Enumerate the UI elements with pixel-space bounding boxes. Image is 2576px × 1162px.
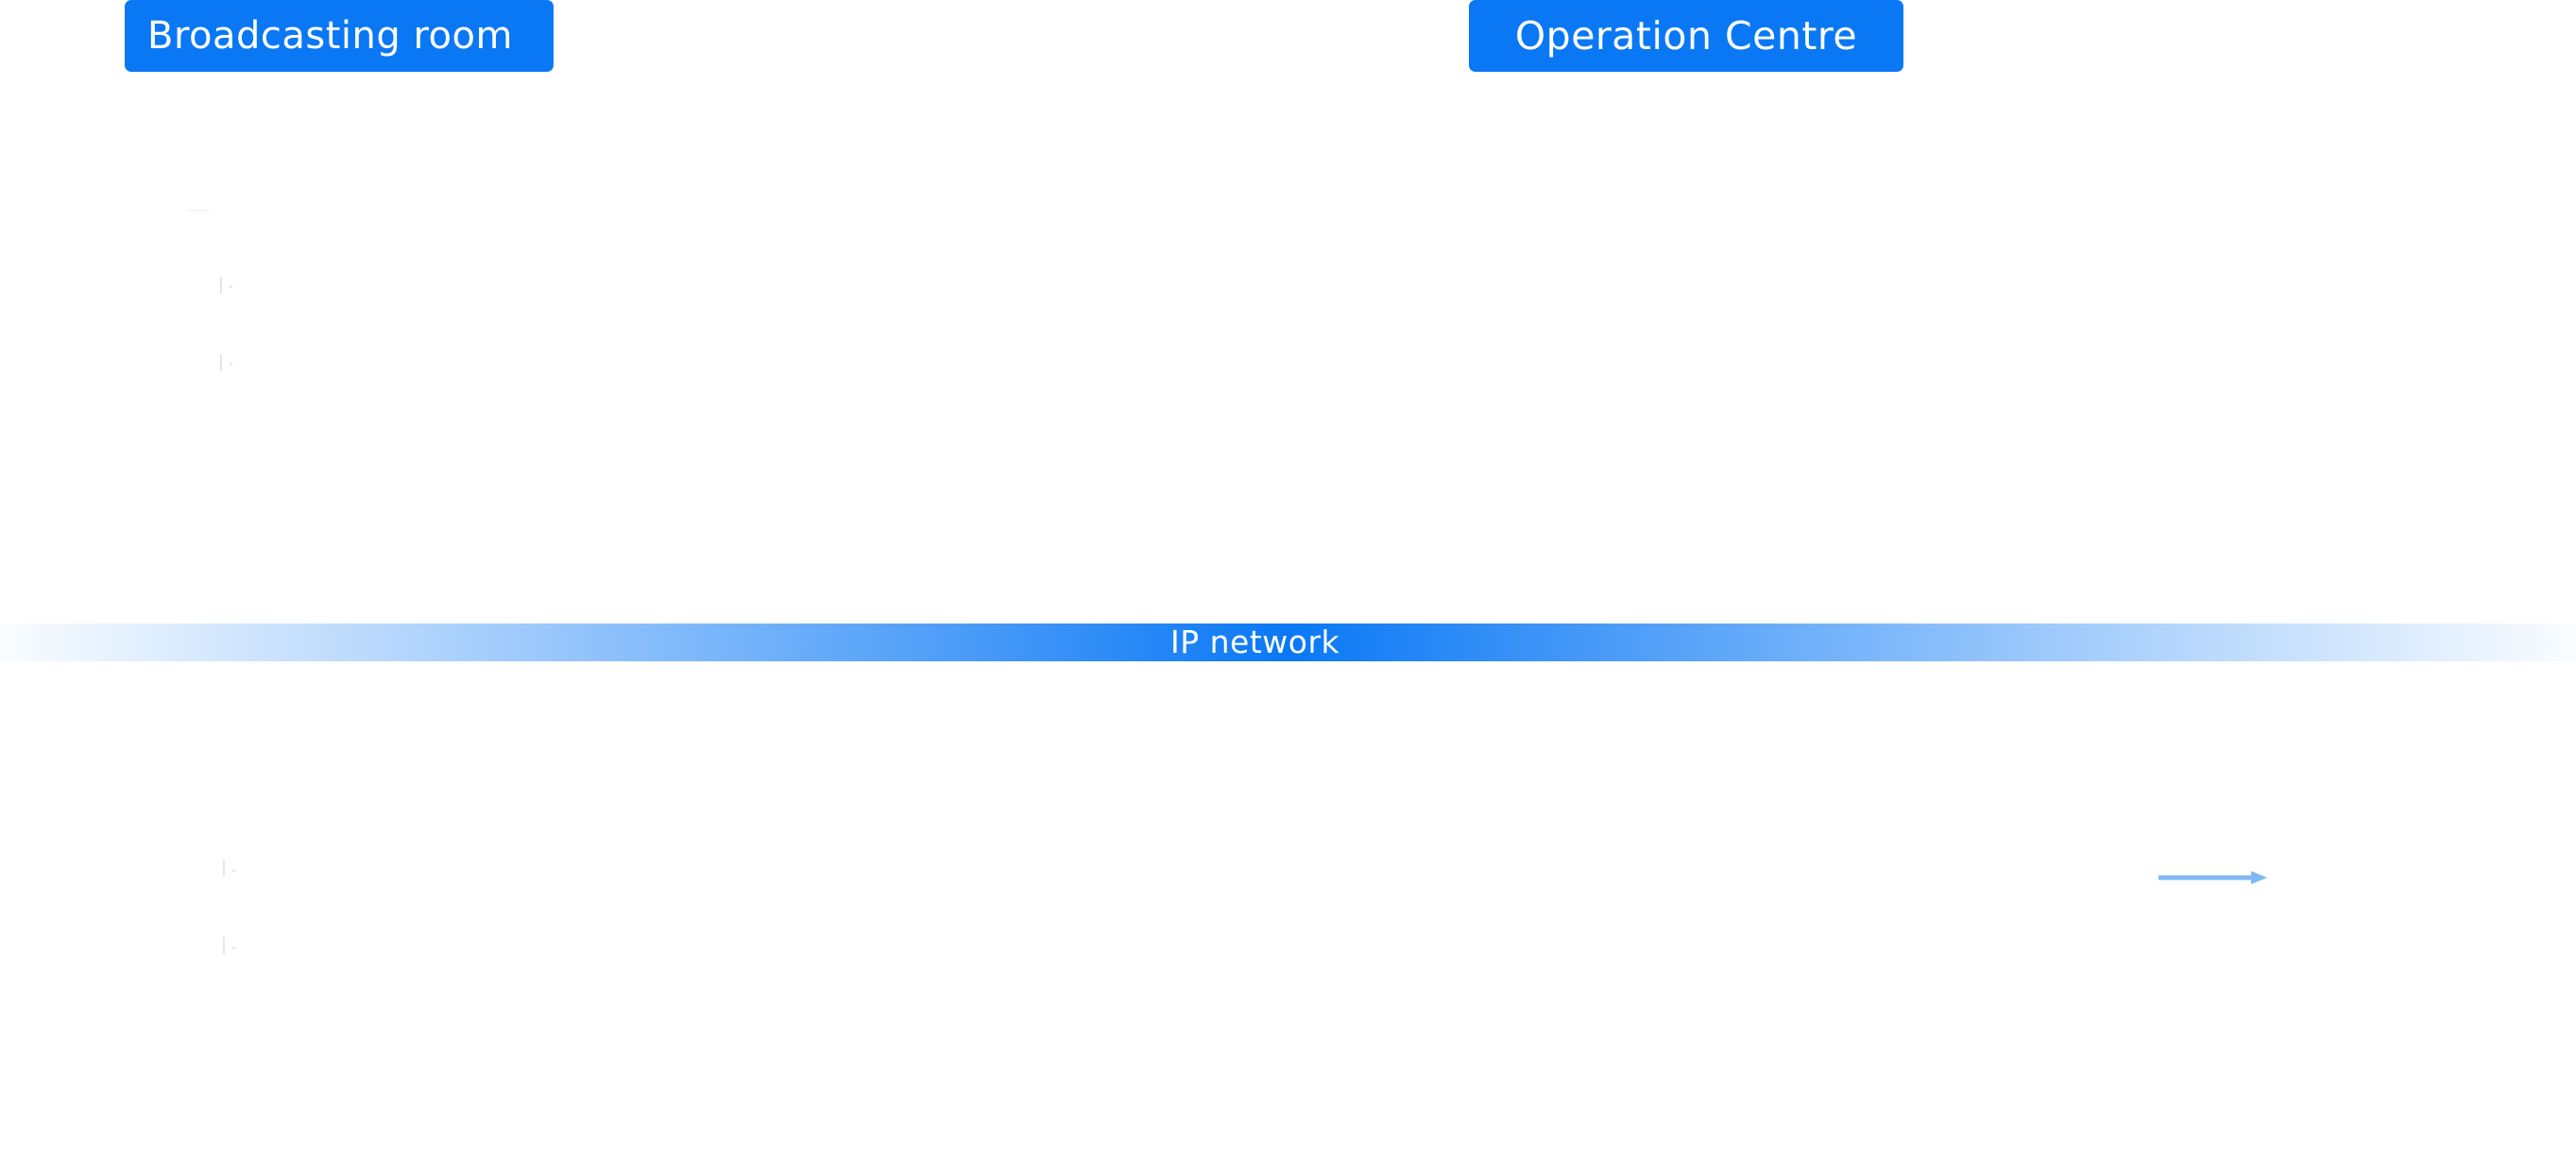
- broadcasting-room-text: Broadcasting room: [147, 14, 513, 58]
- ip-network-band: [0, 624, 2576, 661]
- operation-centre-text: Operation Centre: [1514, 13, 1858, 59]
- flow-arrow-head: [2251, 871, 2267, 884]
- ip-network-label: IP network: [1170, 624, 1340, 660]
- faint-connector-dot: [232, 947, 235, 949]
- faint-connector-dot: [232, 869, 235, 872]
- faint-connector-dot: [230, 363, 232, 366]
- faint-connector-tick: [220, 277, 222, 294]
- faint-connector-dot: [230, 285, 232, 288]
- operation-centre-label: Operation Centre: [1469, 0, 1903, 72]
- faint-connector-dash: [187, 210, 210, 211]
- flow-arrow-icon: [2158, 871, 2267, 884]
- faint-connector-tick: [223, 860, 225, 877]
- broadcasting-room-label: Broadcasting room: [125, 0, 554, 72]
- faint-connector-tick: [220, 354, 222, 371]
- faint-connector-tick: [223, 937, 225, 954]
